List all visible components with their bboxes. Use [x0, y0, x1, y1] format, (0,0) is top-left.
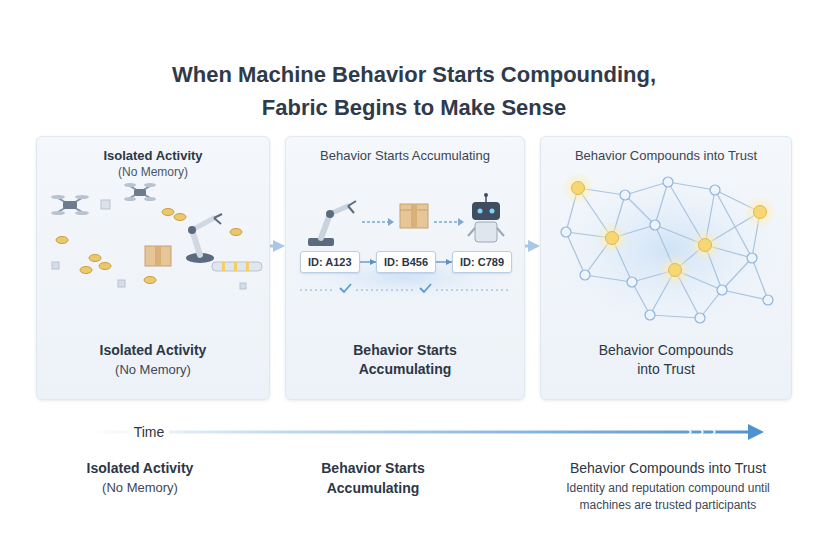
accumulating-art — [293, 193, 517, 300]
panel-footer: Isolated Activity(No Memory) — [100, 341, 207, 379]
id-chip: ID: C789 — [452, 251, 512, 273]
panel-heading: Behavior Compounds into Trust — [575, 148, 757, 164]
stage-panel: Behavior Compounds into TrustBehavior Co… — [540, 136, 792, 400]
isolated-activity-art — [51, 183, 262, 289]
parcel-icon — [145, 246, 171, 266]
panel-footer: Behavior Starts Accumulating — [340, 341, 470, 379]
stage-label: (No Memory) — [115, 360, 191, 379]
coin-icons — [56, 209, 242, 284]
id-label: ID: A123 — [308, 255, 352, 269]
id-label: ID: B456 — [384, 255, 428, 269]
panel-footer: Behavior Compounds into Trust — [591, 341, 741, 379]
conveyor-icon — [212, 262, 262, 271]
label-slot: Time — [0, 423, 299, 441]
id-arrow — [436, 261, 452, 262]
robot-arm-icon — [308, 201, 356, 246]
panel-title: Isolated Activity — [103, 148, 202, 164]
glow-disc — [293, 256, 517, 300]
id-label: ID: C789 — [460, 255, 504, 269]
id-chip: ID: B456 — [376, 251, 436, 273]
panel-title: Behavior Starts Accumulating — [320, 148, 490, 164]
trust-network-art — [550, 172, 786, 328]
id-arrow — [360, 261, 376, 262]
scattered-cubes — [52, 200, 246, 289]
stage-label: Isolated Activity — [100, 341, 207, 360]
timeline-label: Identity and reputation compound until m… — [546, 480, 791, 514]
diagram-title: When Machine Behavior Starts Compounding… — [144, 58, 684, 124]
drone-icon — [51, 195, 89, 215]
network-links — [566, 182, 768, 318]
label-slot: Isolated Activity — [0, 458, 290, 478]
panel-title: (No Memory) — [118, 164, 188, 180]
stage-panel: Behavior Starts AccumulatingBehavior Sta… — [285, 136, 525, 400]
flow-arrow — [434, 218, 464, 226]
ledger-trail — [300, 284, 510, 292]
robot-arm-icon — [186, 214, 222, 263]
label-slot: Behavior Starts Accumulating — [223, 458, 523, 498]
parcel-icon — [400, 204, 428, 228]
label-slot: (No Memory) — [0, 478, 290, 497]
axis-label: Time — [129, 423, 170, 441]
trusted-nodes — [562, 172, 776, 286]
robot-icon — [468, 193, 504, 242]
label-slot: Identity and reputation compound until m… — [518, 480, 818, 514]
stage-label: Behavior Starts Accumulating — [340, 341, 470, 379]
time-axis — [92, 424, 764, 440]
title-slot: When Machine Behavior Starts Compounding… — [0, 58, 828, 124]
label-slot: Behavior Compounds into Trust — [518, 458, 818, 478]
flow-arrow — [362, 218, 394, 226]
id-chip: ID: A123 — [300, 251, 360, 273]
panel-heading: Behavior Starts Accumulating — [320, 148, 490, 164]
panel-heading: Isolated Activity(No Memory) — [103, 148, 202, 180]
panel-title: Behavior Compounds into Trust — [575, 148, 757, 164]
stage-arrow — [525, 245, 537, 248]
drone-icon — [124, 183, 156, 201]
timeline-label: Behavior Starts Accumulating — [311, 458, 436, 498]
timeline-label: (No Memory) — [102, 478, 178, 497]
network-nodes — [561, 177, 773, 323]
stage-panel: Isolated Activity(No Memory)Isolated Act… — [36, 136, 270, 400]
stage-label: Behavior Compounds into Trust — [591, 341, 741, 379]
timeline-label: Isolated Activity — [87, 458, 194, 478]
stage-arrow — [270, 245, 282, 248]
timeline-label: Behavior Compounds into Trust — [570, 458, 766, 478]
